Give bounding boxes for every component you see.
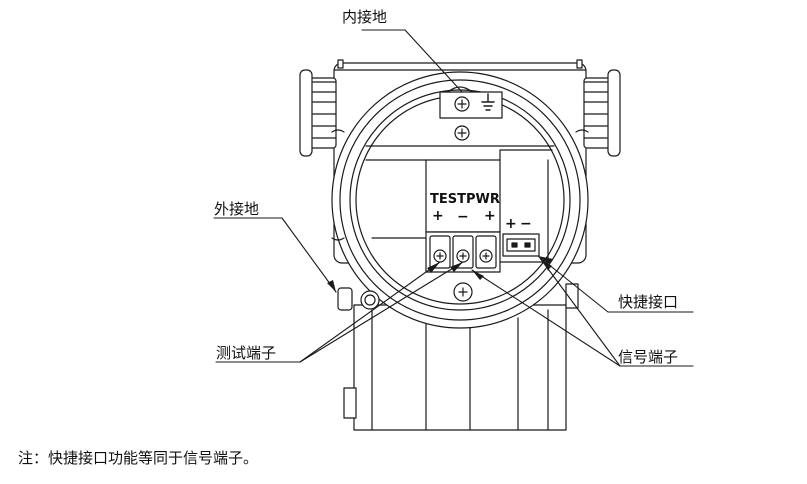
quick-minus-mark: −: [520, 216, 532, 232]
external-ground-screw: [337, 287, 380, 311]
internal-ground-label: 内接地: [342, 8, 387, 26]
external-ground-label: 外接地: [214, 200, 259, 218]
internal-ground-terminal: [439, 86, 503, 141]
lower-screw: [453, 282, 473, 302]
outer-ring-inner-edge: [339, 79, 581, 321]
test-terminals-label: 测试端子: [216, 344, 276, 362]
test-plus-mark: +: [432, 208, 444, 224]
arrowheads: [327, 256, 553, 292]
terminal-block: [425, 231, 501, 273]
quick-connector-label: 快捷接口: [618, 293, 678, 311]
footnote: 注：快捷接口功能等同于信号端子。: [18, 449, 259, 467]
quick-connector: [502, 233, 540, 257]
quick-plus-mark: +: [505, 216, 517, 232]
left-cable-gland: [299, 69, 337, 157]
outer-ring: [331, 71, 589, 329]
leader-lines: [213, 29, 694, 367]
test-minus-mark: −: [457, 209, 469, 225]
test-label: TEST: [430, 192, 466, 207]
pwr-plus-mark: +: [484, 208, 496, 224]
pwr-label: PWR: [466, 192, 500, 207]
right-cable-gland: [583, 69, 621, 157]
signal-terminals-label: 信号端子: [618, 348, 678, 366]
